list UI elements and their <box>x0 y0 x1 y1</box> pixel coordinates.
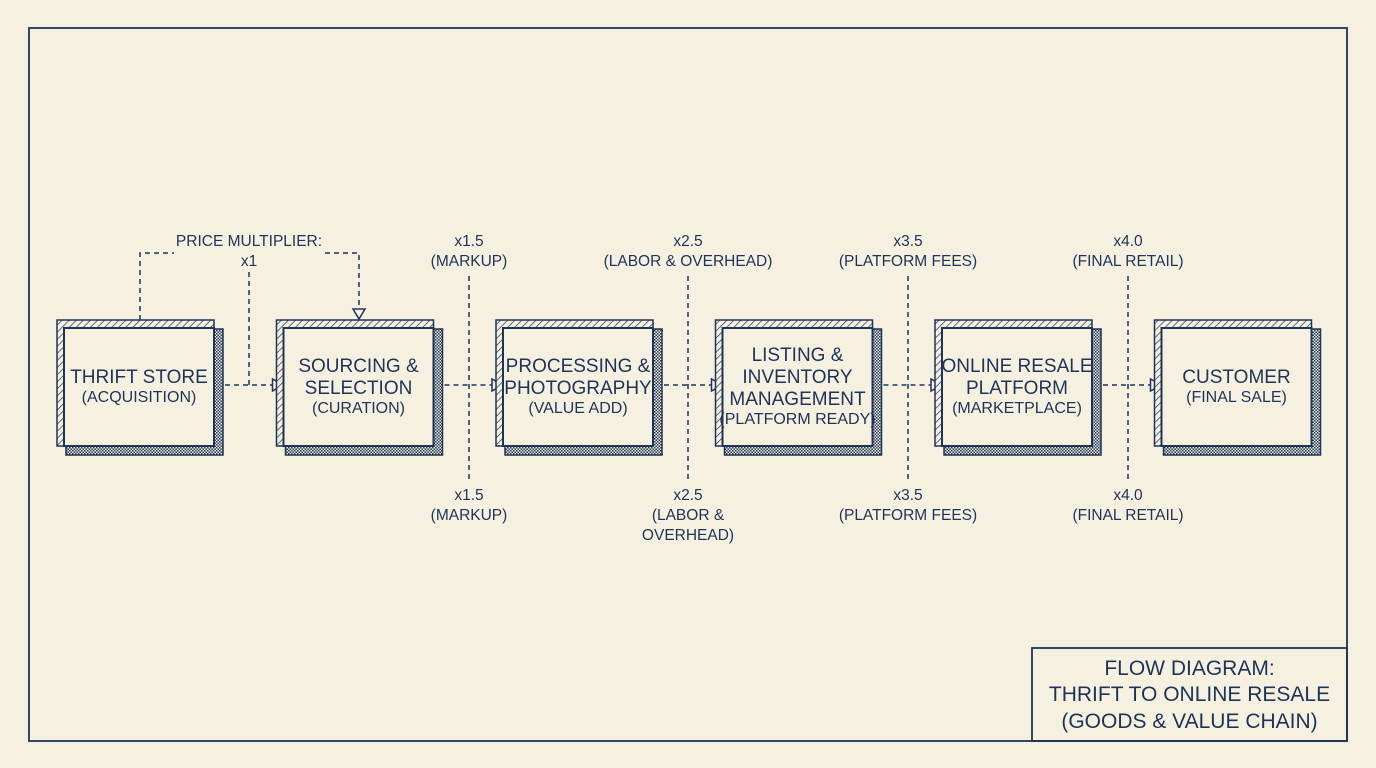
multiplier-leader-lines <box>139 252 1129 480</box>
node-subtitle: (MARKETPLACE) <box>952 399 1082 417</box>
node-box <box>63 327 215 447</box>
multiplier-bottom-label: x2.5 (LABOR & OVERHEAD) <box>588 486 788 546</box>
node-label-sourcing: SOURCING &SELECTION(CURATION) <box>279 328 439 446</box>
node-label-thrift-store: THRIFT STORE(ACQUISITION) <box>59 328 219 446</box>
node-subtitle: (VALUE ADD) <box>528 399 628 417</box>
node-label-processing: PROCESSING &PHOTOGRAPHY(VALUE ADD) <box>498 328 658 446</box>
node-customer <box>1153 319 1322 456</box>
multiplier-text-line: x4.0 <box>1113 487 1143 504</box>
multiplier-text-line: x1.5 <box>454 233 484 250</box>
multiplier-top-label: x3.5 (PLATFORM FEES) <box>808 232 1008 272</box>
multiplier-text-line: (PLATFORM FEES) <box>838 507 978 525</box>
multiplier-text-line: (LABOR & <box>651 507 725 525</box>
multiplier-text-line: (FINAL RETAIL) <box>1072 507 1184 525</box>
multiplier-bottom-label: x3.5 (PLATFORM FEES) <box>808 486 1008 526</box>
title-block-line: (GOODS & VALUE CHAIN) <box>1061 709 1318 733</box>
node-subtitle: (PLATFORM READY) <box>719 410 876 428</box>
multiplier-text-line: x3.5 <box>893 233 923 250</box>
multiplier-text-line: (MARKUP) <box>430 253 508 271</box>
multiplier-top-label: x4.0 (FINAL RETAIL) <box>1028 232 1228 272</box>
node-sourcing <box>275 319 444 456</box>
node-title-line: PHOTOGRAPHY <box>504 377 652 399</box>
node-subtitle: (FINAL SALE) <box>1186 388 1287 406</box>
drawing-border <box>28 27 1348 742</box>
multiplier-text-line: (MARKUP) <box>430 507 508 525</box>
multiplier-text-line: OVERHEAD) <box>641 527 735 545</box>
node-title-line: INVENTORY <box>742 366 853 388</box>
multiplier-bracket-left <box>139 252 174 320</box>
node-subtitle: (CURATION) <box>311 399 406 417</box>
multiplier-bracket-arrowhead <box>351 308 367 321</box>
node-thrift-store <box>56 319 224 456</box>
multiplier-bracket-right <box>325 252 360 310</box>
first-multiplier-label: PRICE MULTIPLIER: x1 <box>149 232 349 272</box>
node-box <box>721 327 874 447</box>
title-block-line: FLOW DIAGRAM: <box>1104 657 1275 680</box>
multiplier-top-label: x2.5 (LABOR & OVERHEAD) <box>588 232 788 272</box>
node-box <box>1160 327 1313 447</box>
node-title-line: SOURCING & <box>298 355 419 377</box>
multiplier-text-line: x4.0 <box>1113 233 1143 250</box>
node-box <box>282 327 435 447</box>
multiplier-text-line: x3.5 <box>893 487 923 504</box>
multiplier-text-line: (LABOR & OVERHEAD) <box>603 253 773 271</box>
node-title-line: THRIFT STORE <box>70 366 208 388</box>
title-block-line: THRIFT TO ONLINE RESALE <box>1048 683 1331 707</box>
multiplier-text-line: x2.5 <box>673 233 703 250</box>
multiplier-text-line: x2.5 <box>673 487 703 504</box>
nodes-layer <box>56 319 1322 456</box>
node-processing <box>495 319 663 456</box>
multiplier-text-line: (PLATFORM FEES) <box>838 253 978 271</box>
node-title-line: LISTING & <box>751 345 844 367</box>
node-box <box>502 327 654 447</box>
node-title-line: SELECTION <box>304 377 413 399</box>
multiplier-text-line: (FINAL RETAIL) <box>1072 253 1184 271</box>
node-title-line: PLATFORM <box>965 377 1069 399</box>
node-title-line: PROCESSING & <box>505 355 651 377</box>
node-subtitle: (ACQUISITION) <box>81 388 197 406</box>
node-listing <box>714 319 883 456</box>
multiplier-text-line: PRICE MULTIPLIER: <box>175 233 323 250</box>
multiplier-bottom-label: x4.0 (FINAL RETAIL) <box>1028 486 1228 526</box>
multiplier-text-line: x1.5 <box>454 487 484 504</box>
multiplier-bottom-label: x1.5 (MARKUP) <box>369 486 569 526</box>
multiplier-top-label: x1.5 (MARKUP) <box>369 232 569 272</box>
node-online-platform <box>934 319 1102 456</box>
node-box <box>941 327 1093 447</box>
node-title-line: MANAGEMENT <box>729 388 866 410</box>
multiplier-text-line: x1 <box>240 253 258 271</box>
node-title-line: ONLINE RESALE <box>941 355 1093 377</box>
title-block: FLOW DIAGRAM: THRIFT TO ONLINE RESALE (G… <box>1032 656 1347 735</box>
title-block-frame <box>1031 647 1348 742</box>
node-label-customer: CUSTOMER(FINAL SALE) <box>1157 328 1317 446</box>
node-title-line: CUSTOMER <box>1182 366 1291 388</box>
